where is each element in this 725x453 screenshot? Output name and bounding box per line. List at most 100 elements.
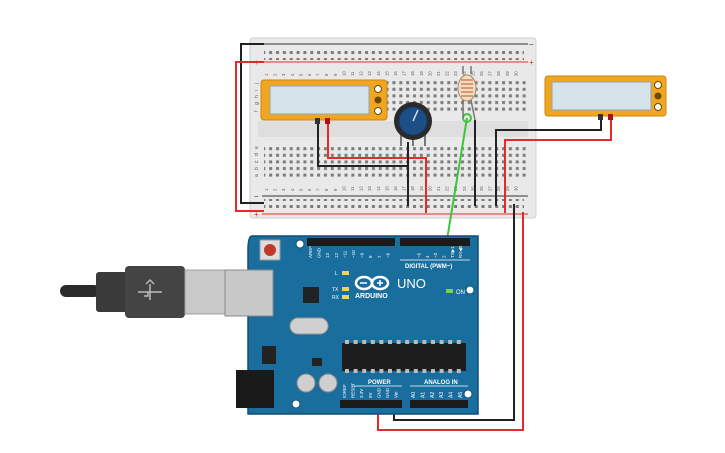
atmega-pin [353,340,358,344]
column-number: 21 [436,186,441,191]
column-number: 24 [462,186,467,191]
analog-pin-label: A1 [420,392,426,398]
wire-red-left-rail[interactable] [235,61,264,212]
row-letter: i [254,90,260,91]
wire-red-5v[interactable] [377,212,524,431]
column-number: 28 [496,186,501,191]
digital-pin-label: 13 [325,252,330,258]
analog-pin-label: A0 [411,392,417,398]
led-l-label: L [335,271,338,277]
column-number: 9 [333,73,338,76]
usb-cable[interactable] [60,266,226,318]
wire-red-display2[interactable] [504,118,612,213]
power-pin-label: Vin [394,391,399,398]
led-on [446,289,453,293]
display-1-pin-icon [374,85,382,93]
column-number: 7 [316,73,321,76]
column-number: 20 [427,71,432,76]
column-number: 16 [393,186,398,191]
row-letter: j [254,83,260,85]
wire-black-display1[interactable] [317,123,409,206]
column-number: 30 [513,186,518,191]
column-number: 29 [505,71,510,76]
center-channel [258,121,528,137]
display-2-lead [598,114,603,120]
led-rx [342,295,349,299]
lcd-display-1[interactable] [260,79,388,124]
atmega-pin [431,340,435,344]
row-letter: h [254,95,260,98]
digital-pin-label: ~9 [360,252,365,258]
led-on-label: ON [456,290,465,296]
column-number: 4 [290,188,295,191]
atmega-pin [439,369,444,373]
column-number: 14 [376,186,381,191]
analog-label: ANALOG IN [424,380,458,386]
digital-pin-label: GND [317,247,322,258]
led-tx-label: TX [332,287,339,293]
power-pin-label: 5V [368,392,373,398]
column-number: 19 [419,186,424,191]
column-number: 5 [298,188,303,191]
digital-pin-label: 12 [334,252,339,258]
atmega-pin [362,369,367,373]
power-pin-label: GND [385,387,390,398]
display-1-screen [269,85,370,115]
wire-black-display2[interactable] [495,118,602,206]
regulator-chip [262,346,276,364]
capacitor [296,373,316,393]
column-number: 17 [402,186,407,191]
analog-pin-label: A4 [449,392,455,398]
photoresistor[interactable] [457,66,477,121]
atmega-pin [388,340,392,344]
power-header[interactable] [340,400,402,408]
column-number: 24 [462,71,467,76]
digital-label: DIGITAL (PWM~) [405,264,452,270]
mount-hole [463,389,473,399]
digital-pin-label: ~11 [342,250,347,258]
column-number: 25 [470,186,475,191]
led-rx-label: RX [332,295,340,301]
row-letter: f [254,110,260,112]
digital-pin-label: ~3 [433,252,438,258]
column-number: 11 [350,71,355,76]
wire-red-display1[interactable] [327,123,427,213]
column-number: 1 [264,188,269,191]
row-letter: a [254,174,260,177]
column-number: 9 [333,188,338,191]
column-number: 19 [419,71,424,76]
digital-header-right[interactable] [400,238,470,246]
led-l [342,271,349,275]
analog-pin-label: A5 [458,392,464,398]
wire-black-left-rail[interactable] [240,43,264,204]
reset-button-cap[interactable] [264,244,276,256]
column-number: 11 [350,186,355,191]
atmega-chip [342,343,466,371]
analog-header[interactable] [410,400,468,408]
row-letter: b [254,167,260,170]
digital-pin-label: ~6 [385,252,390,258]
digital-header-left[interactable] [307,238,395,246]
column-numbers-bottom: 1234567891011121314151617181920212223242… [264,186,518,191]
column-number: 2 [273,188,278,191]
atmega-pin [396,340,401,344]
atmega-pin [362,340,367,344]
digital-pin-label: 7 [377,255,382,258]
column-number: 15 [384,186,389,191]
atmega-pin [379,340,384,344]
column-number: 2 [273,73,278,76]
potentiometer[interactable] [394,102,432,146]
column-number: 10 [341,186,346,191]
column-number: 29 [505,186,510,191]
column-number: 15 [384,71,389,76]
column-number: 12 [359,186,364,191]
column-number: 18 [410,186,415,191]
mount-hole [291,399,301,409]
lcd-display-2[interactable] [544,75,667,120]
column-number: 20 [427,186,432,191]
